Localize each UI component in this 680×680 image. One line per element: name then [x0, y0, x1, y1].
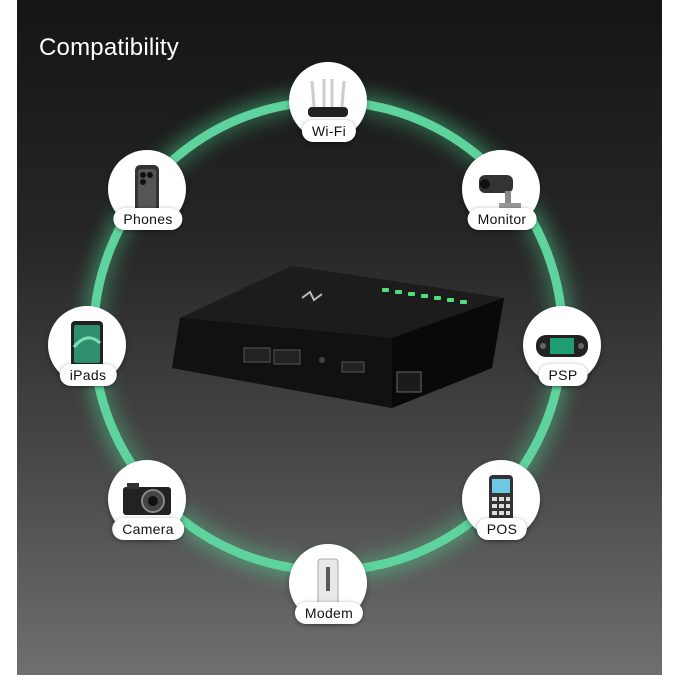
compat-item-modem: Modem [269, 544, 389, 664]
compat-label-psp: PSP [538, 364, 588, 386]
compat-label-modem: Modem [294, 602, 364, 624]
compat-item-psp: PSP [503, 306, 623, 426]
compat-label-wifi: Wi-Fi [301, 120, 357, 142]
page-title: Compatibility [39, 34, 179, 61]
compat-item-pos: POS [442, 460, 562, 580]
compat-item-monitor: Monitor [442, 150, 562, 270]
compat-item-ipads: iPads [28, 306, 148, 426]
compat-label-pos: POS [476, 518, 528, 540]
compat-label-camera: Camera [112, 518, 184, 540]
product-panel: Compatibility [17, 0, 662, 675]
compat-item-wifi: Wi-Fi [269, 62, 389, 182]
compat-item-camera: Camera [88, 460, 208, 580]
compat-label-phones: Phones [113, 208, 183, 230]
compat-item-phones: Phones [88, 150, 208, 270]
compat-label-monitor: Monitor [467, 208, 537, 230]
compat-label-ipads: iPads [59, 364, 117, 386]
pos-terminal-icon [462, 460, 540, 538]
mini-ups-device-image [172, 266, 504, 408]
